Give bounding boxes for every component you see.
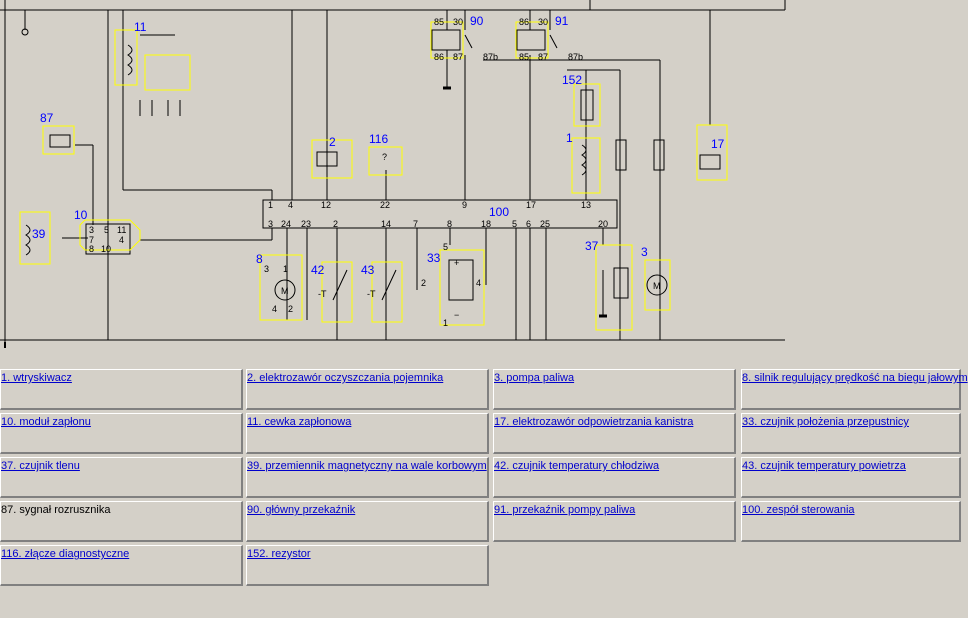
svg-text:5: 5: [512, 219, 517, 229]
legend-item[interactable]: 43. czujnik temperatury powietrza: [741, 457, 961, 498]
svg-text:8: 8: [89, 244, 94, 254]
label-90: 90: [470, 14, 484, 28]
legend-item[interactable]: 1. wtryskiwacz: [0, 369, 243, 410]
svg-text:86: 86: [519, 17, 529, 27]
motor-symbol-3: M: [653, 281, 661, 291]
svg-text:2: 2: [421, 278, 426, 288]
relay-pin-labels: 85 30 86 87 87b 86 30 85 87 87b: [434, 17, 583, 62]
component-labels: 11 87 10 39 8 2 116 42 43 90 91 152 1 33…: [32, 14, 725, 277]
svg-text:85: 85: [519, 52, 529, 62]
throttle-pins: 5 2 4 1 3 1 4 2: [264, 242, 481, 328]
legend-item[interactable]: 116. złącze diagnostyczne: [0, 545, 243, 586]
svg-text:4: 4: [272, 304, 277, 314]
ignition-module-pins: 3 5 11 7 4 8 10: [89, 225, 126, 254]
svg-text:25: 25: [540, 219, 550, 229]
ntc-label-42: -T: [318, 289, 327, 299]
label-116: 116: [369, 132, 388, 146]
legend-item[interactable]: 42. czujnik temperatury chłodziwa: [493, 457, 736, 498]
svg-text:87: 87: [453, 52, 463, 62]
svg-text:18: 18: [481, 219, 491, 229]
svg-text:14: 14: [381, 219, 391, 229]
label-43: 43: [361, 263, 375, 277]
label-2: 2: [329, 135, 336, 149]
legend-item[interactable]: 17. elektrozawór odpowietrzania kanistra: [493, 413, 736, 454]
label-152: 152: [562, 73, 582, 87]
svg-text:86: 86: [434, 52, 444, 62]
svg-text:1: 1: [283, 264, 288, 274]
svg-text:87: 87: [538, 52, 548, 62]
legend-item[interactable]: 10. moduł zapłonu: [0, 413, 243, 454]
svg-text:8: 8: [447, 219, 452, 229]
svg-text:6: 6: [526, 219, 531, 229]
svg-text:5: 5: [443, 242, 448, 252]
power-rails: [0, 0, 786, 348]
legend-item[interactable]: 152. rezystor: [246, 545, 489, 586]
svg-text:2: 2: [288, 304, 293, 314]
svg-text:23: 23: [301, 219, 311, 229]
label-42: 42: [311, 263, 325, 277]
component-outlines: [19, 21, 728, 331]
svg-text:87b: 87b: [483, 52, 498, 62]
label-1: 1: [566, 131, 573, 145]
legend-item[interactable]: 3. pompa paliwa: [493, 369, 736, 410]
svg-text:4: 4: [119, 235, 124, 245]
symbol-glyphs: M M ? -T -T + −: [281, 152, 661, 320]
ecu-pin-labels: 1 4 12 22 9 17 13 3 24 23 2 14 7 8 18 5 …: [268, 200, 608, 229]
diagnostic-question-mark: ?: [382, 152, 387, 162]
legend-item[interactable]: 91. przekaźnik pompy paliwa: [493, 501, 736, 542]
svg-text:4: 4: [476, 278, 481, 288]
wiring-schematic: 11 87 10 39 8 2 116 42 43 90 91 152 1 33…: [0, 0, 786, 348]
svg-text:11: 11: [117, 225, 126, 235]
label-3: 3: [641, 245, 648, 259]
svg-text:12: 12: [321, 200, 331, 210]
svg-text:1: 1: [443, 318, 448, 328]
legend-item[interactable]: 8. silnik regulujący prędkość na biegu j…: [741, 369, 968, 410]
svg-text:9: 9: [462, 200, 467, 210]
svg-text:10: 10: [101, 244, 111, 254]
label-8: 8: [256, 252, 263, 266]
svg-text:5: 5: [104, 225, 109, 235]
label-17: 17: [711, 137, 725, 151]
plus-sign: +: [454, 258, 459, 268]
label-91: 91: [555, 14, 569, 28]
label-37: 37: [585, 239, 599, 253]
label-33: 33: [427, 251, 441, 265]
legend-item[interactable]: 39. przemiennik magnetyczny na wale korb…: [246, 457, 489, 498]
svg-text:3: 3: [264, 264, 269, 274]
legend-item[interactable]: 33. czujnik położenia przepustnicy: [741, 413, 961, 454]
legend-item[interactable]: 100. zespół sterowania: [741, 501, 961, 542]
minus-sign: −: [454, 310, 459, 320]
svg-text:17: 17: [526, 200, 536, 210]
label-87: 87: [40, 111, 54, 125]
svg-text:13: 13: [581, 200, 591, 210]
svg-text:3: 3: [89, 225, 94, 235]
legend-item[interactable]: 37. czujnik tlenu: [0, 457, 243, 498]
legend-item[interactable]: 11. cewka zapłonowa: [246, 413, 489, 454]
svg-text:22: 22: [380, 200, 390, 210]
label-10: 10: [74, 208, 88, 222]
label-11: 11: [134, 20, 147, 34]
svg-text:85: 85: [434, 17, 444, 27]
legend-item[interactable]: 90. główny przekaźnik: [246, 501, 489, 542]
svg-text:30: 30: [453, 17, 463, 27]
svg-text:20: 20: [598, 219, 608, 229]
ntc-label-43: -T: [367, 289, 376, 299]
svg-text:87b: 87b: [568, 52, 583, 62]
svg-text:7: 7: [89, 235, 94, 245]
svg-text:24: 24: [281, 219, 291, 229]
legend-item[interactable]: 2. elektrozawór oczyszczania pojemnika: [246, 369, 489, 410]
svg-text:4: 4: [288, 200, 293, 210]
motor-symbol-8: M: [281, 286, 289, 296]
svg-text:2: 2: [333, 219, 338, 229]
legend-item: 87. sygnał rozrusznika: [0, 501, 243, 542]
svg-text:1: 1: [268, 200, 273, 210]
label-39: 39: [32, 227, 46, 241]
svg-text:30: 30: [538, 17, 548, 27]
svg-text:7: 7: [413, 219, 418, 229]
label-100: 100: [489, 205, 509, 219]
svg-text:3: 3: [268, 219, 273, 229]
